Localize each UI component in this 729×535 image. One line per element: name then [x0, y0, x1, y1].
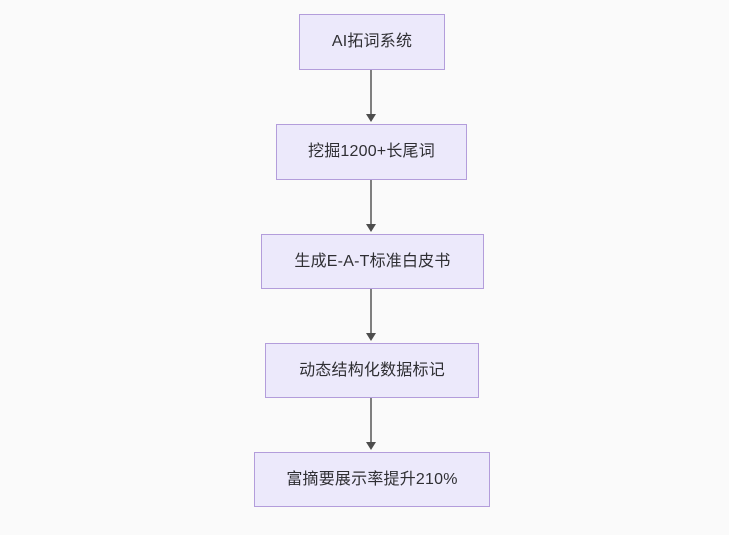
- flow-node-2[interactable]: 挖掘1200+长尾词: [276, 124, 467, 180]
- flow-edge-2-3-arrowhead: [365, 224, 376, 232]
- flow-node-5-label: 富摘要展示率提升210%: [286, 470, 458, 488]
- flow-edge-2-3: [370, 180, 372, 225]
- flow-node-4[interactable]: 动态结构化数据标记: [265, 343, 479, 398]
- flow-node-5[interactable]: 富摘要展示率提升210%: [254, 452, 490, 507]
- flow-node-3[interactable]: 生成E-A-T标准白皮书: [261, 234, 484, 289]
- flow-edge-1-2-arrowhead: [365, 114, 376, 122]
- flow-edge-1-2: [370, 70, 372, 115]
- flow-node-1[interactable]: AI拓词系统: [299, 14, 445, 70]
- flow-node-2-label: 挖掘1200+长尾词: [308, 143, 435, 161]
- flow-node-1-label: AI拓词系统: [331, 33, 413, 51]
- flow-node-4-label: 动态结构化数据标记: [299, 361, 445, 379]
- flow-edge-4-5: [370, 398, 372, 443]
- flow-edge-3-4: [370, 289, 372, 334]
- flow-edge-3-4-arrowhead: [365, 333, 376, 341]
- flow-edge-4-5-arrowhead: [365, 442, 376, 450]
- flow-node-3-label: 生成E-A-T标准白皮书: [294, 252, 451, 270]
